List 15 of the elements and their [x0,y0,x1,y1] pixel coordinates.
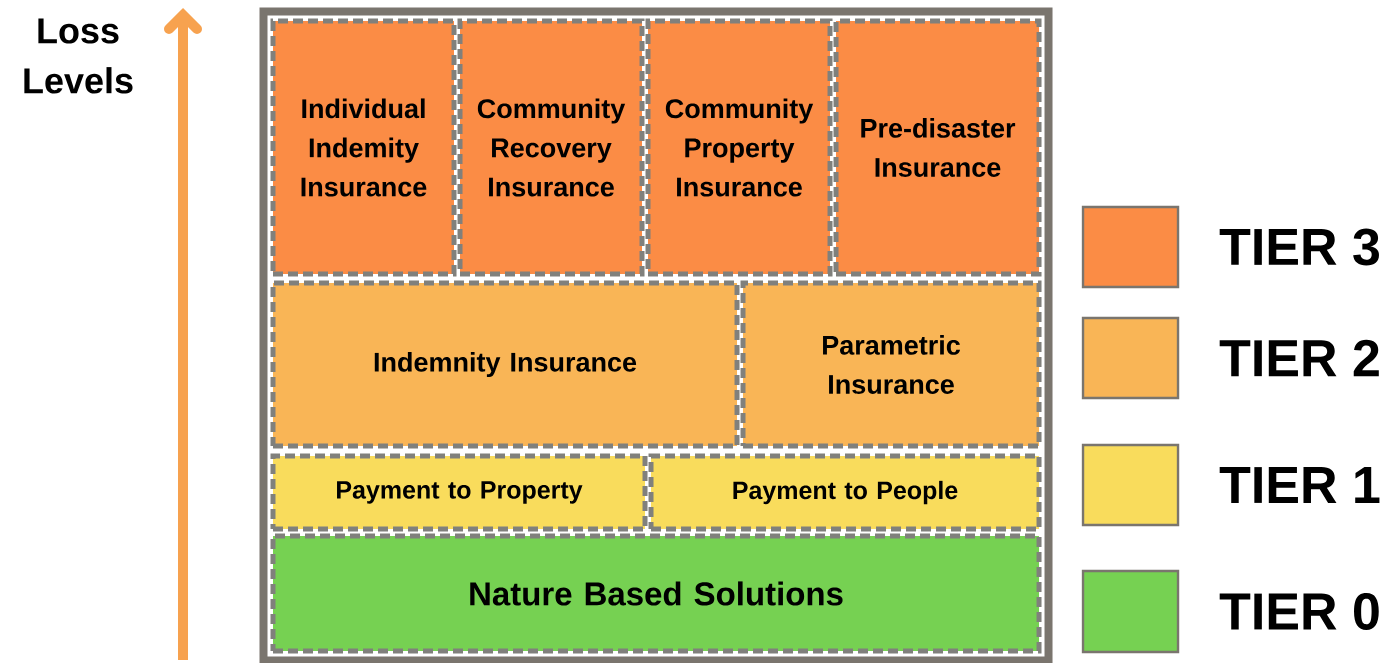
tier-box: Individual Indemity Insurance [270,18,457,277]
axis-label: Loss Levels [14,16,142,96]
tier-box: Indemnity Insurance [270,280,740,449]
tier-box: Pre-disaster Insurance [833,18,1042,277]
tier-box: Payment to People [648,453,1042,532]
tier-box: Community Recovery Insurance [457,18,645,277]
legend-label: TIER 0 [1219,593,1379,630]
legend-label: TIER 2 [1219,339,1379,377]
tier-box: Payment to Property [270,453,648,532]
legend-label: TIER 3 [1219,228,1379,266]
tier-box: Nature Based Solutions [270,533,1042,654]
tier-box: Community Property Insurance [645,18,833,277]
tier-box: Parametric Insurance [740,280,1042,449]
outer-frame [259,7,1053,663]
legend-label: TIER 1 [1219,467,1380,503]
